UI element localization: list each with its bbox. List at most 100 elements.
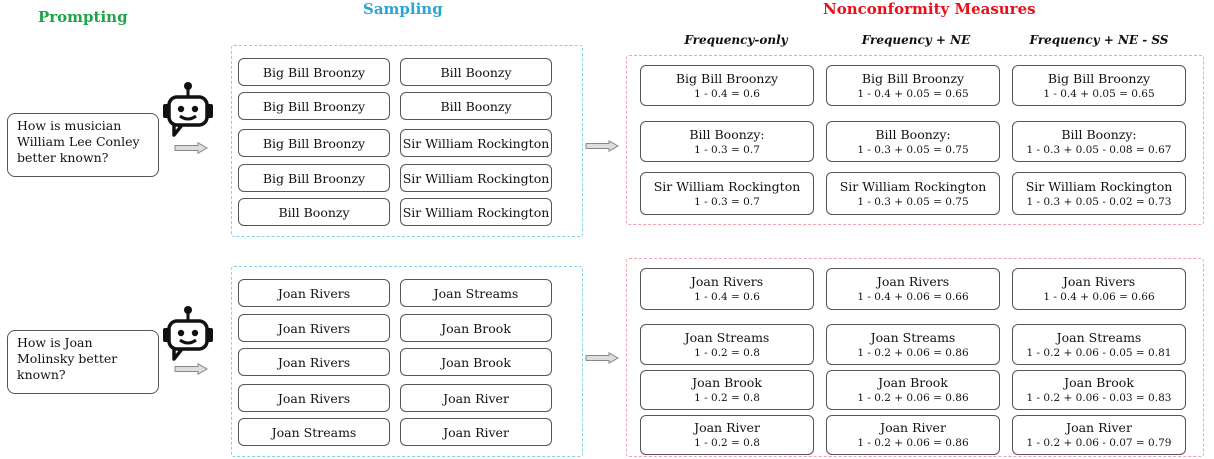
- arrow-right-icon: [585, 352, 619, 364]
- measure-formula: 1 - 0.2 = 0.8: [694, 346, 760, 359]
- column-header-frequency-only: Frequency-only: [684, 33, 788, 47]
- sample-box: Joan Rivers: [238, 314, 390, 342]
- arrow-right-icon: [174, 142, 208, 154]
- sample-box: Big Bill Broonzy: [238, 92, 390, 120]
- measure-box: Big Bill Broonzy 1 - 0.4 = 0.6: [640, 65, 814, 106]
- measure-box: Joan Rivers 1 - 0.4 = 0.6: [640, 268, 814, 310]
- measure-answer: Big Bill Broonzy: [675, 70, 779, 86]
- measure-formula: 1 - 0.4 + 0.05 = 0.65: [857, 87, 969, 100]
- measure-box: Joan Brook 1 - 0.2 + 0.06 - 0.03 = 0.83: [1012, 370, 1186, 410]
- measure-box: Sir William Rockington 1 - 0.3 + 0.05 - …: [1012, 172, 1186, 215]
- arrow-right-icon: [174, 363, 208, 375]
- question-line: How is Joan: [17, 335, 93, 350]
- measure-answer: Joan Rivers: [1062, 274, 1136, 289]
- question-line: known?: [17, 367, 66, 382]
- robot-icon: [163, 306, 213, 361]
- measure-formula: 1 - 0.3 + 0.05 = 0.75: [857, 143, 969, 156]
- measure-box: Sir William Rockington 1 - 0.3 = 0.7: [640, 172, 814, 215]
- measure-box: Joan Rivers 1 - 0.4 + 0.06 = 0.66: [1012, 268, 1186, 310]
- measure-answer: Bill Boonzy:: [689, 126, 765, 142]
- measure-answer: Big Bill Broonzy: [1047, 70, 1151, 86]
- measure-formula: 1 - 0.2 + 0.06 - 0.05 = 0.81: [1026, 346, 1172, 359]
- sample-box: Joan River: [400, 418, 552, 446]
- sample-box: Bill Boonzy: [400, 58, 552, 86]
- measure-answer: Big Bill Broonzy: [861, 70, 965, 86]
- measure-formula: 1 - 0.3 + 0.05 - 0.02 = 0.73: [1026, 195, 1172, 208]
- column-header-frequency-ne-ss: Frequency + NE - SS: [1029, 33, 1169, 47]
- measure-box: Bill Boonzy: 1 - 0.3 + 0.05 = 0.75: [826, 121, 1000, 162]
- measure-box: Joan Streams 1 - 0.2 + 0.06 - 0.05 = 0.8…: [1012, 324, 1186, 365]
- measure-answer: Joan Brook: [692, 375, 762, 390]
- measure-formula: 1 - 0.3 + 0.05 - 0.08 = 0.67: [1026, 143, 1172, 156]
- measure-formula: 1 - 0.3 = 0.7: [694, 143, 760, 156]
- measure-formula: 1 - 0.2 + 0.06 = 0.86: [857, 392, 969, 404]
- measure-answer: Joan Streams: [870, 329, 956, 345]
- sample-box: Bill Boonzy: [238, 198, 390, 226]
- sample-box: Joan Streams: [400, 279, 552, 307]
- measure-formula: 1 - 0.4 + 0.05 = 0.65: [1043, 87, 1155, 100]
- measure-box: Bill Boonzy: 1 - 0.3 + 0.05 - 0.08 = 0.6…: [1012, 121, 1186, 162]
- measure-box: Big Bill Broonzy 1 - 0.4 + 0.05 = 0.65: [1012, 65, 1186, 106]
- measure-formula: 1 - 0.3 + 0.05 = 0.75: [857, 195, 969, 208]
- sample-box: Bill Boonzy: [400, 92, 552, 120]
- measure-formula: 1 - 0.4 = 0.6: [694, 87, 760, 100]
- measure-box: Joan Brook 1 - 0.2 = 0.8: [640, 370, 814, 410]
- sample-box: Sir William Rockington: [400, 129, 552, 157]
- measure-formula: 1 - 0.2 = 0.8: [694, 392, 760, 404]
- measure-answer: Joan Brook: [878, 375, 948, 390]
- measure-box: Joan Rivers 1 - 0.4 + 0.06 = 0.66: [826, 268, 1000, 310]
- measure-box: Bill Boonzy: 1 - 0.3 = 0.7: [640, 121, 814, 162]
- question-line: better known?: [17, 150, 109, 165]
- measure-answer: Bill Boonzy:: [1061, 126, 1137, 142]
- column-header-frequency-ne: Frequency + NE: [861, 33, 971, 47]
- question-line: Molinsky better: [17, 351, 118, 366]
- nonconformity-group-2: [626, 258, 1204, 457]
- sampling-group-1: [231, 45, 583, 237]
- measure-answer: Bill Boonzy:: [875, 126, 951, 142]
- arrow-right-icon: [585, 140, 619, 152]
- measure-answer: Joan Streams: [1056, 329, 1142, 345]
- measure-answer: Joan River: [1066, 420, 1132, 435]
- measure-answer: Joan River: [694, 420, 760, 435]
- measure-formula: 1 - 0.2 + 0.06 - 0.07 = 0.79: [1026, 437, 1172, 449]
- sample-box: Big Bill Broonzy: [238, 164, 390, 192]
- measure-answer: Joan Rivers: [690, 274, 764, 289]
- sample-box: Big Bill Broonzy: [238, 58, 390, 86]
- measure-answer: Joan Brook: [1064, 375, 1134, 390]
- measure-box: Big Bill Broonzy 1 - 0.4 + 0.05 = 0.65: [826, 65, 1000, 106]
- measure-box: Joan Streams 1 - 0.2 + 0.06 = 0.86: [826, 324, 1000, 365]
- nonconformity-header: Nonconformity Measures: [823, 0, 1036, 18]
- sample-box: Joan Brook: [400, 348, 552, 376]
- measure-box: Joan River 1 - 0.2 + 0.06 = 0.86: [826, 415, 1000, 455]
- question-line: William Lee Conley: [17, 134, 140, 149]
- measure-formula: 1 - 0.4 = 0.6: [694, 291, 760, 303]
- measure-answer: Joan River: [880, 420, 946, 435]
- sampling-header: Sampling: [363, 0, 443, 18]
- sample-box: Sir William Rockington: [400, 164, 552, 192]
- sample-box: Joan Rivers: [238, 279, 390, 307]
- question-box-2: How is Joan Molinsky better known?: [7, 330, 159, 394]
- measure-formula: 1 - 0.2 + 0.06 - 0.03 = 0.83: [1026, 392, 1172, 404]
- measure-answer: Joan Streams: [684, 329, 770, 345]
- measure-box: Joan Streams 1 - 0.2 = 0.8: [640, 324, 814, 365]
- measure-box: Joan Brook 1 - 0.2 + 0.06 = 0.86: [826, 370, 1000, 410]
- sampling-group-2: [231, 266, 583, 457]
- nonconformity-group-1: [626, 55, 1204, 225]
- question-line: How is musician: [17, 118, 122, 133]
- sample-box: Sir William Rockington: [400, 198, 552, 226]
- sample-box: Joan Rivers: [238, 348, 390, 376]
- robot-icon: [163, 82, 213, 137]
- sample-box: Big Bill Broonzy: [238, 129, 390, 157]
- sample-box: Joan Streams: [238, 418, 390, 446]
- measure-formula: 1 - 0.2 = 0.8: [694, 437, 760, 449]
- measure-answer: Sir William Rockington: [839, 178, 987, 194]
- question-box-1: How is musician William Lee Conley bette…: [7, 113, 159, 177]
- measure-formula: 1 - 0.2 + 0.06 = 0.86: [857, 437, 969, 449]
- measure-box: Joan River 1 - 0.2 + 0.06 - 0.07 = 0.79: [1012, 415, 1186, 455]
- sample-box: Joan Brook: [400, 314, 552, 342]
- sample-box: Joan Rivers: [238, 384, 390, 412]
- measure-answer: Sir William Rockington: [1025, 178, 1173, 194]
- measure-answer: Joan Rivers: [876, 274, 950, 289]
- measure-answer: Sir William Rockington: [653, 178, 801, 194]
- prompting-header: Prompting: [38, 8, 128, 26]
